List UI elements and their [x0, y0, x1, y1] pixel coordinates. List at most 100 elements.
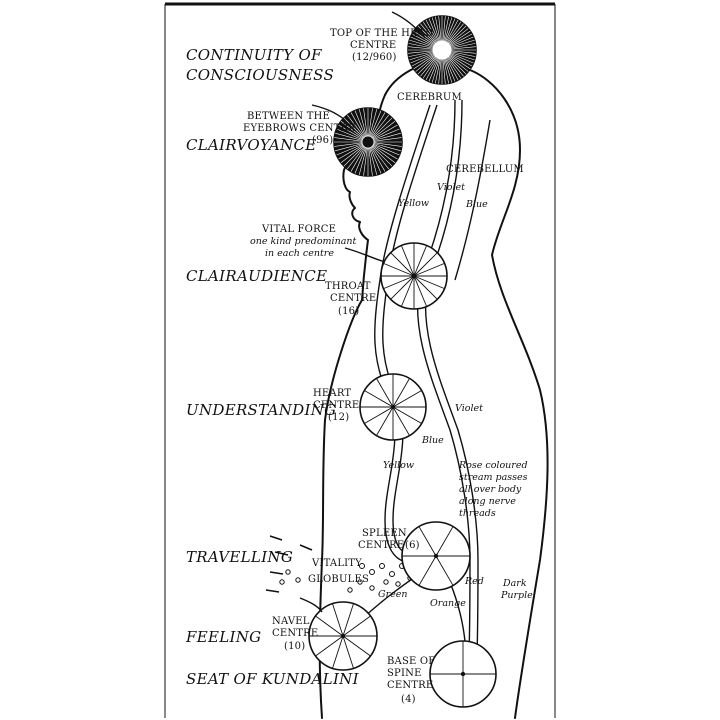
heart-wheel-spoke [364, 390, 394, 408]
nerve-channel-spine [416, 99, 471, 691]
heart-wheel-spoke [376, 378, 394, 408]
heart-name-line1: HEART [313, 388, 351, 399]
vitality-globule [357, 579, 363, 585]
heart-centre-wheel [359, 373, 427, 441]
throat-centre-wheel [380, 242, 448, 310]
nerve-channel-left-2 [382, 104, 438, 557]
base-centre-wheel [429, 640, 497, 708]
vitality-dash [265, 589, 280, 593]
stream-violet-upper: Violet [437, 182, 465, 193]
throat-name-line1: THROAT [325, 281, 371, 292]
heart-wheel-spoke [364, 406, 394, 424]
throat-name-line2: CENTRE [330, 293, 376, 304]
spleen-wheel-spoke [435, 526, 454, 557]
leader-crown [391, 11, 426, 39]
throat-wheel-spoke [413, 252, 438, 277]
heart-wheel-hub [390, 404, 396, 410]
crown-wheel-hub [432, 40, 452, 60]
vitality-dash [269, 535, 283, 541]
vital-force-line2: one kind predominant [250, 236, 356, 247]
heart-wheel-spoke [392, 406, 422, 424]
navel-centre-wheel [308, 601, 378, 671]
brow-name-line1: BETWEEN THE [247, 111, 330, 122]
stream-yellow-upper: Yellow [398, 198, 429, 209]
throat-wheel-hub [411, 273, 417, 279]
brow-wheel-hub [361, 135, 375, 149]
spleen-name-line1: SPLEEN [362, 528, 407, 539]
vitality-globule [369, 569, 375, 575]
brow-centre-wheel [333, 107, 403, 177]
navel-wheel-spoke [332, 635, 344, 669]
spleen-petals: (6) [405, 540, 420, 551]
rose-line5: threads [459, 508, 496, 519]
crown-centre-wheel [407, 15, 477, 85]
navel-wheel-spoke [342, 603, 354, 637]
stream-yellow-lower: Yellow [383, 460, 414, 471]
nerve-channel-spine-2 [424, 99, 479, 691]
vitality-dash [299, 544, 313, 551]
throat-wheel-spoke [400, 245, 415, 277]
label-cerebrum: CEREBRUM [397, 92, 462, 103]
throat-wheel-spoke [413, 275, 445, 290]
leader-vital-force [344, 247, 386, 263]
throat-wheel-spoke [390, 252, 415, 277]
spleen-centre-wheel [401, 521, 471, 591]
vitality-globule [279, 579, 285, 585]
navel-wheel-hub [340, 633, 346, 639]
label-cerebellum: CEREBELLUM [446, 164, 524, 175]
leader-navel [299, 597, 323, 613]
vitality-globules [265, 535, 419, 593]
vitality-globule [389, 571, 395, 577]
base-name-line3: CENTRE [387, 680, 433, 691]
navel-wheel-spoke [342, 635, 354, 669]
rose-line3: all over body [459, 484, 522, 495]
stream-dark-purple-line1: Dark [502, 578, 527, 589]
label-globules: GLOBULES [308, 574, 369, 585]
navel-wheel-spoke [315, 615, 344, 637]
throat-petals: (16) [338, 306, 359, 317]
throat-wheel-spoke [413, 245, 428, 277]
spleen-wheel-spoke [435, 555, 454, 586]
body-outline [318, 94, 386, 719]
brow-petals: (96) [312, 135, 333, 146]
crown-name-line1: TOP OF THE HEAD [330, 28, 433, 39]
stream-dark-purple-line2: Purple [500, 590, 533, 601]
label-understanding: UNDERSTANDING [186, 401, 336, 419]
throat-wheel-spoke [383, 262, 415, 277]
throat-wheel-spoke [383, 275, 415, 290]
vitality-globule [295, 577, 301, 583]
leader-brow [311, 104, 346, 121]
throat-wheel-spoke [413, 275, 438, 300]
stream-violet-lower: Violet [455, 403, 483, 414]
label-feeling: FEELING [185, 628, 261, 646]
navel-wheel-spoke [315, 635, 344, 657]
stream-orange: Orange [430, 598, 466, 609]
heart-name-line2: CENTRE [313, 400, 359, 411]
navel-wheel-spoke [342, 635, 371, 657]
base-name-line2: SPINE [387, 668, 422, 679]
base-wheel-hub [460, 671, 466, 677]
throat-wheel-spoke [400, 275, 415, 307]
base-name-line1: BASE OF [387, 656, 435, 667]
spleen-wheel-hub [433, 553, 439, 559]
stream-green: Green [378, 589, 408, 600]
base-petals: (4) [401, 694, 416, 705]
spleen-wheel-spoke [418, 526, 437, 557]
navel-petals: (10) [284, 641, 305, 652]
navel-wheel-spoke [342, 615, 371, 637]
vital-force-line1: VITAL FORCE [261, 224, 336, 235]
vitality-globule [383, 579, 389, 585]
heart-petals: (12) [328, 412, 349, 423]
vitality-globule [379, 563, 385, 569]
nerve-channel-cerebellum [454, 119, 491, 281]
navel-name-line2: CENTRE [272, 628, 318, 639]
vitality-dash [274, 551, 289, 556]
vitality-globule [359, 563, 365, 569]
stream-blue-upper: Blue [465, 199, 488, 210]
label-continuity-line1: CONTINUITY OF [186, 46, 322, 64]
heart-wheel-spoke [392, 406, 410, 436]
heart-wheel-spoke [392, 378, 410, 408]
stream-red: Red [464, 576, 484, 587]
rose-line4: along nerve [459, 496, 516, 507]
